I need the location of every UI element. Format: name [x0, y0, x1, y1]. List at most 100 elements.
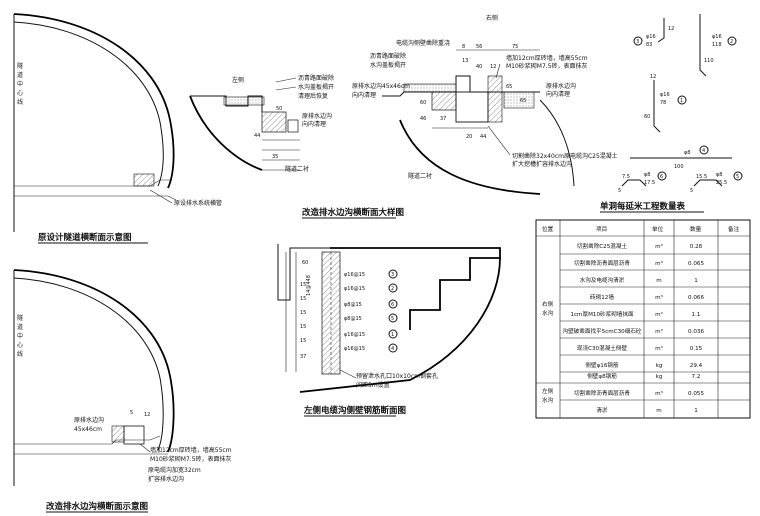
- rebar-4-tag: [699, 145, 709, 155]
- cell-qty: 0.055: [688, 391, 704, 397]
- rebar-1-num: 1: [680, 98, 683, 104]
- table-row: 1cm厚M10砂浆砌墙抹面 m² 1.1: [570, 310, 700, 318]
- lining-curve-5: [299, 257, 501, 393]
- dim-5a: 5: [618, 188, 621, 194]
- cell-qty: 0.15: [690, 346, 703, 352]
- rebar-5-num: 5: [736, 174, 739, 180]
- mortar-label: M10砂浆砌M7.5砖，表面抹灰: [506, 62, 588, 70]
- dim-44-r: 44: [480, 134, 486, 140]
- header-location: 位置: [542, 225, 554, 233]
- dim-15e: 15: [300, 338, 306, 344]
- dim-15b: 15: [300, 296, 306, 302]
- rebar-4-num: 4: [702, 148, 705, 154]
- rebar-3-num: 3: [636, 39, 639, 45]
- lining-label-r: 隧道二衬: [408, 172, 432, 180]
- rebar-5-len: 25.5: [716, 180, 727, 186]
- rebar-3-len: 83: [646, 42, 652, 48]
- cell-unit: m³: [655, 243, 663, 250]
- cell-item: 切割凿除沥青面层沥青: [574, 389, 630, 397]
- dim-12-rb: 12: [668, 26, 674, 32]
- rebar-2-tag: [727, 36, 737, 46]
- asphalt-label: 沥青路面破除: [298, 74, 334, 82]
- cell-qty: 1: [694, 278, 698, 284]
- drawing-1-title: 原设计隧道横断面示意图: [38, 232, 132, 243]
- rebar-callouts: φ16@15 3 φ16@15 2 φ8@15 6 φ8@15 5 φ16@15…: [344, 269, 398, 353]
- cell-item: 切割凿除C25混凝土: [577, 242, 628, 250]
- cell-qty: 1.1: [692, 312, 701, 318]
- note-2: 间距5m设置: [356, 381, 390, 389]
- header-qty: 数量: [690, 225, 702, 233]
- bar-label-6: φ16@15: [344, 346, 365, 352]
- tunnel-lining-outline: [13, 13, 175, 189]
- drawing-cable-rebar: 60 15 15 15 15 15 37 14@448 φ16@15 3 φ16…: [277, 244, 501, 417]
- trench-label-2: 向内清理: [302, 120, 326, 128]
- cell-qty: 0.066: [688, 295, 704, 301]
- rebar-1-dia: φ16: [660, 92, 670, 98]
- cut-label: 切割凿除32x40cm原电缆沟C25混凝土: [512, 152, 618, 160]
- rebar-detail: 3 φ16 83 12 2 φ16 118 110 12 60 1 φ16 78…: [618, 14, 743, 194]
- rebar-5: [693, 179, 723, 187]
- rebar-3-tag: [633, 36, 643, 46]
- rebar-1-tag: [677, 95, 687, 105]
- cell-qty: 0.036: [688, 329, 704, 335]
- bar-label-3: φ8@15: [344, 302, 362, 308]
- rebar-6-dia: φ8: [644, 172, 650, 178]
- asphalt-layer: [223, 96, 265, 106]
- bar-label-5: φ16@15: [344, 332, 365, 338]
- brick-wall-2: [111, 425, 125, 443]
- group-left: 左侧水沟: [542, 387, 554, 404]
- drawing-5-title: 左侧电缆沟侧壁钢筋断面图: [303, 405, 406, 416]
- wall-cap: [503, 91, 535, 109]
- header-remark: 备注: [728, 225, 740, 233]
- bar-num-1: 3: [391, 272, 394, 278]
- cable-label: 电缆沟侧壁凿除重浇: [396, 39, 450, 47]
- drawing-trench-detail: 左侧 沥青路面破除 水沟盖板揭开 清理后恢复 原排水边沟 向内清理 50 44 …: [189, 74, 404, 219]
- rebar-4-len: 100: [674, 164, 684, 170]
- drawing-right-side-detail: 右侧 56 75 8 13 40 12 20 44 60 65 65 46 37…: [352, 14, 618, 195]
- dim-60: 60: [420, 100, 426, 106]
- cell-qty: 7.2: [692, 374, 701, 380]
- asphalt-label-r: 沥青路面破除: [370, 52, 406, 60]
- group-right: 右侧水沟: [542, 300, 554, 317]
- rebar-2: [699, 14, 707, 77]
- trench-label: 原排水边沟: [302, 112, 332, 120]
- bar-label-1: φ16@15: [344, 272, 365, 278]
- dim-8: 8: [462, 44, 465, 50]
- cell-unit: m: [656, 278, 661, 284]
- dim-75: 75: [512, 44, 518, 50]
- dim-65b: 65: [506, 84, 512, 90]
- dim-44: 44: [254, 133, 260, 139]
- cell-unit: m³: [655, 294, 663, 301]
- dim-12-d4: 12: [144, 412, 150, 418]
- new-drain: [455, 91, 489, 123]
- cell-item: 1cm厚M10砂浆砌墙抹面: [570, 310, 634, 318]
- cell-item: 清淤: [596, 406, 608, 414]
- rebar-1-side: 60: [644, 114, 650, 120]
- rebar-6-num: 6: [660, 174, 663, 180]
- bar-num-2: 2: [391, 286, 394, 292]
- bar-num-6: 4: [391, 346, 394, 352]
- rebar-6-tag: [657, 171, 667, 181]
- rebar-6-side: 7.5: [622, 174, 630, 180]
- lining-curve: [189, 95, 263, 171]
- road-surface-2: [14, 435, 161, 445]
- cover-label: 水沟盖板揭开: [370, 61, 406, 69]
- cell-unit: m³: [655, 260, 663, 267]
- old-drain-label: 原设排水系统横管: [174, 199, 222, 207]
- rebar-5-side: 15.5: [696, 174, 707, 180]
- dim-5b: 5: [690, 188, 693, 194]
- dim-13: 13: [462, 58, 468, 64]
- cell-item: 水沟及电缆沟清淤: [580, 276, 625, 284]
- drain-label-r: 原排水边沟: [546, 82, 576, 90]
- trench-body: [261, 111, 287, 133]
- rebar-6-len: 17.5: [644, 180, 655, 186]
- cell-unit: m²: [655, 311, 663, 318]
- dim-12: 12: [490, 64, 496, 70]
